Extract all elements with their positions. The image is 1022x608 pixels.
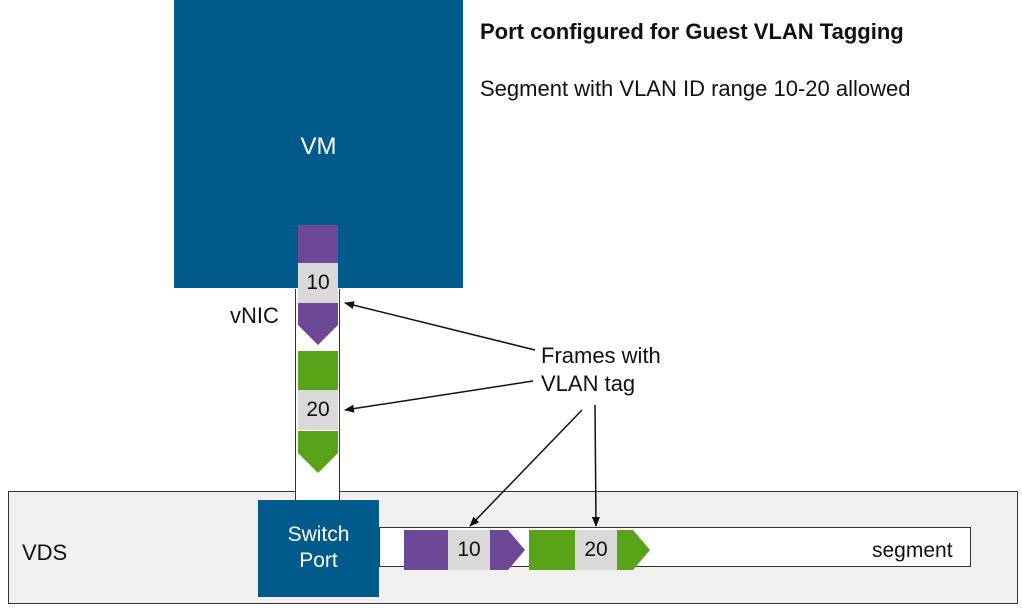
segment-frame-10-arrow — [490, 530, 525, 570]
arrow-to-vnic-tag-20 — [344, 380, 534, 413]
frames-callout-line2: VLAN tag — [541, 371, 636, 396]
frame-20-arrow-down — [298, 431, 338, 473]
arrow-to-vnic-tag-10 — [344, 301, 536, 351]
segment-frame-10-payload — [404, 530, 448, 570]
switch-port-line1: Switch — [287, 523, 350, 546]
segment-label: segment — [872, 539, 953, 562]
frame-10-arrow-down — [298, 303, 338, 345]
frame-10-payload — [298, 225, 338, 263]
segment-frame-20-payload — [529, 530, 575, 570]
switch-port-line2: Port — [299, 549, 338, 572]
segment-frame-10-tag: 10 — [448, 530, 490, 570]
vds-label: VDS — [22, 540, 68, 565]
arrow-to-segment-tag-20 — [591, 404, 600, 527]
diagram-title: Port configured for Guest VLAN Tagging — [480, 19, 904, 44]
frame-20-tag: 20 — [298, 390, 338, 430]
vnic-label: vNIC — [230, 303, 279, 328]
frames-callout-line1: Frames with — [541, 343, 661, 368]
frames-callout-label: Frames with VLAN tag — [541, 342, 661, 398]
switch-port: Switch Port — [258, 500, 379, 597]
segment-frame-20-arrow — [617, 530, 650, 570]
frame-10-tag: 10 — [298, 263, 338, 303]
diagram-subtitle: Segment with VLAN ID range 10-20 allowed — [480, 76, 911, 101]
segment-frame-20-tag: 20 — [575, 530, 617, 570]
frame-20-payload — [298, 351, 338, 390]
arrow-to-segment-tag-10 — [469, 409, 583, 527]
vm-label: VM — [300, 133, 337, 160]
